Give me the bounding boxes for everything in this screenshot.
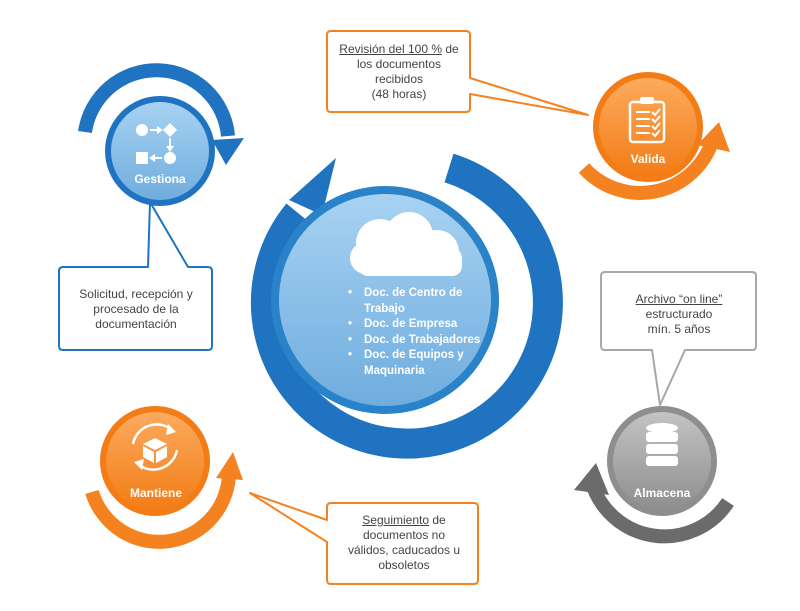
- gestiona-label: Gestiona: [134, 172, 186, 186]
- flowchart-icon: [136, 123, 177, 164]
- valida-callout-underlined: Revisión del 100 %: [339, 42, 443, 56]
- almacena-callout-text: Archivo “on line” estructurado mín. 5 añ…: [604, 292, 754, 337]
- gestiona-callout-line: Solicitud, recepción y: [79, 287, 193, 301]
- mantiene-callout-line: documentos no: [362, 528, 446, 542]
- valida-callout-text: Revisión del 100 % de los documentos rec…: [331, 42, 467, 102]
- center-item-centro-trabajo: Doc. de Centro de Trabajo: [342, 286, 502, 317]
- mantiene-node: [85, 406, 243, 549]
- almacena-cycle-arrowhead: [574, 463, 609, 495]
- center-item-empresa: Doc. de Empresa: [342, 317, 502, 333]
- almacena-callout-line: mín. 5 años: [647, 322, 711, 336]
- valida-callout-box: [326, 30, 589, 116]
- gestiona-callout-line: procesado de la: [93, 302, 179, 316]
- mantiene-callout-rest: de: [429, 513, 446, 527]
- almacena-callout-line: estructurado: [645, 307, 713, 321]
- gestiona-callout-text: Solicitud, recepción y procesado de la d…: [63, 287, 209, 332]
- valida-label: Valida: [630, 152, 666, 166]
- mantiene-callout-line: obsoletos: [378, 558, 430, 572]
- valida-callout-line: (48 horas): [371, 87, 427, 101]
- mantiene-cycle-arrowhead: [216, 452, 243, 480]
- almacena-callout-box: [600, 271, 757, 406]
- mantiene-callout-underlined: Seguimiento: [362, 513, 430, 527]
- cloud-icon: [350, 212, 462, 276]
- gestiona-callout-line: documentación: [95, 317, 177, 331]
- valida-callout-rest: de: [442, 42, 459, 56]
- mantiene-label: Mantiene: [129, 486, 182, 500]
- mantiene-callout-box: [249, 492, 479, 585]
- almacena-callout-underlined: Archivo “on line”: [635, 292, 723, 306]
- valida-callout-line: recibidos: [374, 72, 424, 86]
- box-refresh-icon: [131, 423, 179, 471]
- center-document-list: Doc. de Centro de Trabajo Doc. de Empres…: [342, 286, 502, 379]
- valida-cycle-arc: [578, 139, 719, 200]
- gestiona-cycle-arrowhead: [212, 138, 244, 165]
- valida-callout-line: los documentos: [356, 57, 442, 71]
- database-icon: [646, 423, 678, 466]
- gestiona-cycle-arc: [78, 63, 235, 137]
- central-ring-arrowhead: [289, 158, 336, 215]
- central-ring-arc: [250, 153, 563, 459]
- gestiona-node: [78, 63, 244, 206]
- gestiona-callout-box: [58, 201, 213, 351]
- center-item-trabajadores: Doc. de Trabajadores: [342, 333, 502, 349]
- mantiene-callout-text: Seguimiento de documentos no válidos, ca…: [331, 513, 477, 573]
- valida-cycle-arrowhead: [697, 122, 730, 152]
- mantiene-cycle-arc: [85, 469, 237, 549]
- mantiene-callout-line: válidos, caducados u: [347, 543, 461, 557]
- clipboard-checklist-icon: [628, 97, 666, 144]
- valida-node: [578, 72, 730, 200]
- center-item-equipos: Doc. de Equipos y Maquinaria: [342, 348, 502, 379]
- almacena-node: [574, 406, 734, 544]
- almacena-label: Almacena: [633, 486, 691, 500]
- almacena-cycle-arc: [584, 478, 734, 544]
- mantiene-circle: [106, 412, 204, 510]
- gestiona-circle: [111, 102, 209, 200]
